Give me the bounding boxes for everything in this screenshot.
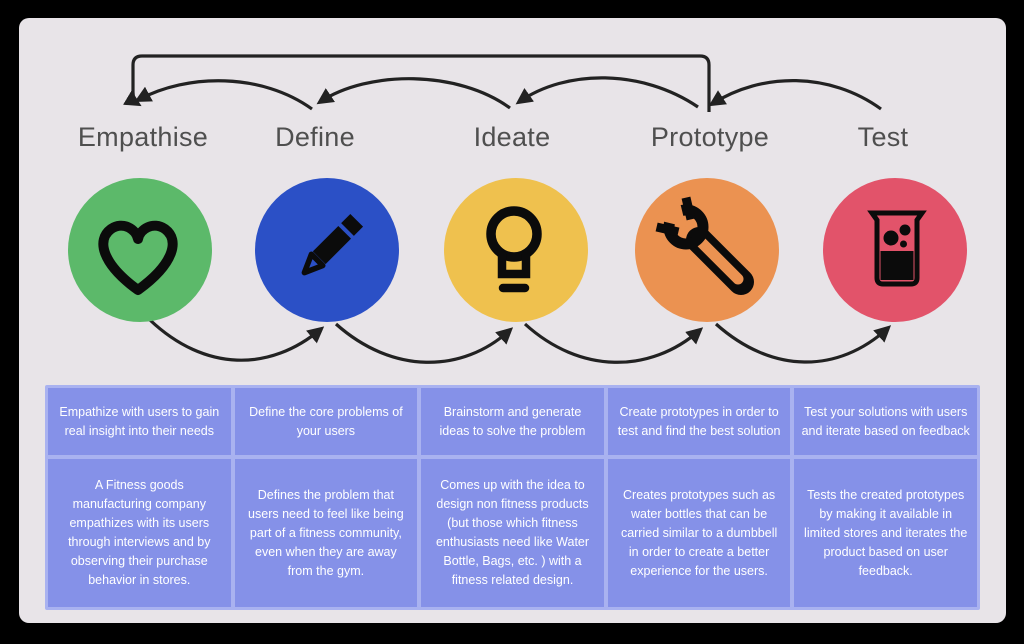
summary-cell-ideate: Brainstorm and generate ideas to solve t… [421,388,604,455]
stage-label-define: Define [275,122,355,152]
arrow-prototype-to-empathise-loop [123,54,711,112]
summary-cell-test: Test your solutions with users and itera… [794,388,977,455]
example-cell-ideate: Comes up with the idea to design non fit… [421,459,604,607]
arrow-define-to-ideate [334,322,514,364]
back-arrows [123,54,882,112]
arrow-prototype-to-test [714,322,892,364]
forward-arrows [148,318,892,364]
beaker-icon [867,210,927,287]
heart-icon [98,220,178,295]
stage-circle-test [823,178,967,322]
wrench-icon [653,194,754,295]
example-cell-empathise: A Fitness goods manufacturing company em… [48,459,231,607]
stage-label-test: Test [857,122,909,152]
stage-circle-empathise [68,178,212,322]
example-cell-define: Defines the problem that users need to f… [234,459,418,607]
stage-circle-define [255,178,399,322]
summary-cell-define: Define the core problems of your users [234,388,418,455]
summary-cell-prototype: Create prototypes in order to test and f… [607,388,791,455]
arrow-define-to-empathise [134,79,313,111]
lightbulb-icon [486,206,542,293]
arrow-prototype-to-ideate [515,76,699,109]
arrow-empathise-to-define [148,318,325,362]
pencil-icon [301,213,364,276]
stage-label-ideate: Ideate [473,122,551,152]
arrow-ideate-to-prototype [523,322,704,364]
summary-cell-empathise: Empathize with users to gain real insigh… [48,388,231,455]
example-cell-test: Tests the created prototypes by making i… [794,459,977,607]
stage-circle-prototype [635,178,779,322]
example-cell-prototype: Creates prototypes such as water bottles… [607,459,791,607]
stage-details-table: Empathize with users to gain real insigh… [45,385,980,610]
arrow-test-to-prototype [708,79,882,111]
stage-label-prototype: Prototype [650,122,770,152]
arrow-ideate-to-define [316,77,511,110]
stage-label-empathise: Empathise [77,122,209,152]
stage-circle-ideate [444,178,588,322]
